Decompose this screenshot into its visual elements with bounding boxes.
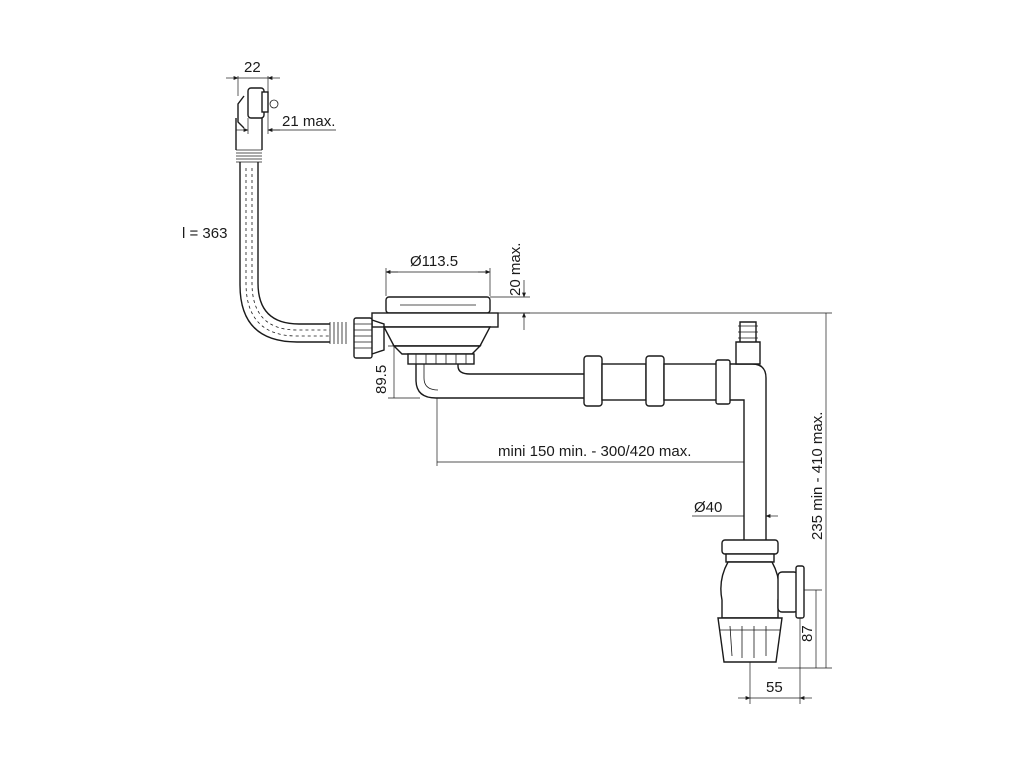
dim-label-trap-outlet-height: 87 bbox=[799, 625, 816, 642]
dim-label-strainer-max: 20 max. bbox=[507, 243, 524, 296]
dim-label-overflow-max: 21 max. bbox=[282, 113, 335, 130]
dim-label-strainer-diameter: Ø113.5 bbox=[410, 253, 458, 270]
dim-label-outlet-height: 89.5 bbox=[373, 365, 390, 394]
overflow-connector bbox=[353, 317, 385, 359]
overflow-hose bbox=[236, 149, 347, 344]
outlet-elbow bbox=[415, 364, 584, 399]
horizontal-pipe bbox=[583, 355, 731, 407]
bottle-trap bbox=[717, 539, 805, 663]
dim-label-trap-height: 235 min - 410 max. bbox=[809, 412, 826, 540]
dim-trap-height bbox=[498, 312, 832, 669]
dim-strainer-diameter bbox=[385, 268, 491, 296]
tee-fitting bbox=[730, 321, 767, 540]
dim-label-horizontal-reach: mini 150 min. - 300/420 max. bbox=[498, 443, 691, 460]
dim-outlet-height bbox=[388, 345, 420, 399]
dim-overflow-max bbox=[236, 112, 336, 134]
dim-label-pipe-diameter: Ø40 bbox=[694, 499, 722, 516]
strainer-basket bbox=[371, 296, 499, 365]
dim-trap-outlet-height bbox=[804, 589, 822, 668]
dim-horizontal-reach bbox=[436, 398, 745, 466]
dim-label-overflow-width: 22 bbox=[244, 59, 261, 76]
dim-overflow-width bbox=[226, 76, 280, 96]
dim-trap-outlet-offset bbox=[738, 618, 812, 704]
dim-label-trap-outlet-offset: 55 bbox=[766, 679, 783, 696]
dim-label-hose-length: l = 363 bbox=[182, 225, 227, 242]
overflow-head bbox=[235, 87, 279, 150]
